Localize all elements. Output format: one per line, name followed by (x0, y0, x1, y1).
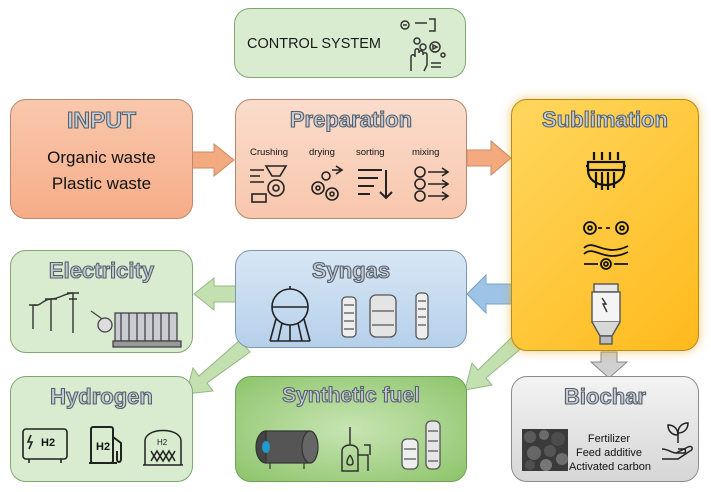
control-system-box: CONTROL SYSTEM (234, 8, 466, 78)
svg-text:H2: H2 (157, 438, 168, 447)
preparation-title: Preparation (289, 106, 413, 132)
mixing-icon (414, 166, 450, 202)
purification-columns-icon (341, 292, 429, 340)
arrow-sublimation-to-synthetic-fuel (464, 335, 524, 391)
arrow-input-to-preparation (191, 142, 235, 178)
crusher-icon (250, 165, 288, 203)
reactor-icon (586, 152, 626, 190)
preparation-box: Preparation Crushing drying sorting mixi… (235, 99, 467, 219)
syngas-box: Syngas (235, 250, 467, 348)
arrow-sublimation-to-syngas (466, 273, 513, 315)
gas-tank-icon (269, 286, 311, 342)
control-system-title: CONTROL SYSTEM (247, 36, 382, 52)
fuel-tank-icon (255, 430, 319, 469)
biochar-box: Biochar Fertilizer Feed additive Activat… (511, 376, 699, 482)
fuel-distillation-icon (341, 427, 371, 472)
input-item-organic: Organic waste (47, 148, 156, 167)
electricity-box: Electricity (10, 250, 193, 353)
drying-gears-icon (311, 165, 344, 201)
step-sorting-label: sorting (356, 147, 385, 158)
step-crushing-label: Crushing (250, 147, 289, 158)
step-drying-label: drying (309, 147, 335, 158)
biochar-use-fertilizer: Fertilizer (587, 433, 631, 445)
syngas-title: Syngas (311, 257, 391, 283)
sublimation-title: Sublimation (541, 106, 668, 132)
hydrogen-battery-icon (22, 428, 68, 463)
arrow-preparation-to-sublimation (466, 139, 512, 177)
sublimation-box: Sublimation (511, 99, 699, 351)
power-line-icon (29, 292, 79, 333)
arrow-sublimation-to-biochar (589, 351, 629, 379)
touch-control-icon (400, 18, 446, 72)
biochar-title: Biochar (563, 383, 646, 409)
hydrogen-box: Hydrogen H2 H2 H2 (10, 376, 193, 482)
hydrogen-plant-icon: H2 (143, 429, 183, 466)
process-gears-icon (583, 221, 629, 270)
sorting-icon (358, 169, 393, 200)
step-mixing-label: mixing (412, 147, 440, 158)
arrow-syngas-to-hydrogen (185, 339, 251, 395)
input-box: INPUT Organic waste Plastic waste (10, 99, 193, 219)
biochar-use-activated-carbon: Activated carbon (569, 461, 651, 473)
input-title: INPUT (66, 106, 136, 133)
input-item-plastic: Plastic waste (51, 174, 152, 193)
arrow-syngas-to-electricity (193, 276, 237, 312)
hydrogen-pump-icon (89, 426, 122, 464)
plant-hand-icon (661, 422, 693, 460)
hydrogen-title: Hydrogen (50, 383, 154, 409)
electricity-title: Electricity (48, 257, 155, 283)
synthetic-fuel-box: Synthetic fuel (235, 376, 467, 482)
sublimation-vessel-icon (591, 283, 621, 345)
biochar-pile-image (522, 429, 568, 471)
fuel-columns-icon (401, 420, 441, 470)
hydrogen-pump-label: H2 (96, 441, 111, 453)
biochar-use-feed-additive: Feed additive (575, 447, 643, 459)
generator-icon (90, 310, 182, 348)
hydrogen-h2-label: H2 (41, 437, 56, 449)
synthetic-fuel-title: Synthetic fuel (282, 383, 421, 407)
